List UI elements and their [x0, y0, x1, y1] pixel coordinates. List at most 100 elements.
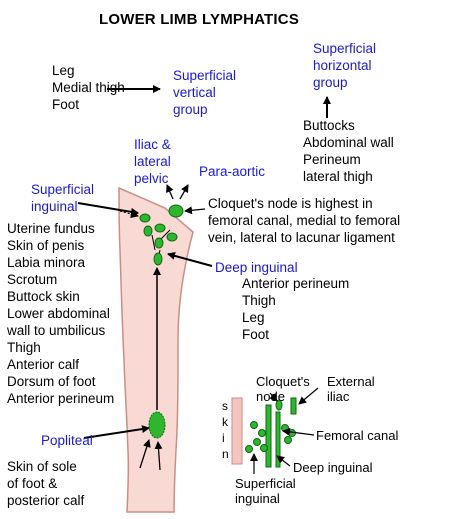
superficial-horizontal-group-label: Superficial horizontal group [313, 40, 376, 91]
cloquets-node [168, 204, 184, 218]
inset-vessel [275, 411, 281, 468]
note-line: Cloquet's node is highest in [208, 196, 373, 211]
inset-external-iliac-label: External iliac [327, 374, 375, 404]
deep-inguinal-node [154, 237, 164, 249]
inset-cloquet-pointer [269, 392, 278, 402]
vertical-source: Foot [52, 97, 80, 112]
cloquet-pointer [184, 206, 206, 215]
inset-cloquets-node-label: Cloquet's node [256, 374, 310, 404]
inguinal-source: Uterine fundus [7, 221, 95, 236]
inset-node [258, 429, 266, 437]
deep-source: Foot [242, 327, 270, 342]
label-line: External [327, 374, 375, 389]
label-line: inguinal [31, 199, 78, 214]
deep-inguinal-sources-list: Anterior perineum Thigh Leg Foot [242, 275, 349, 343]
inset-cloquets-node [275, 399, 283, 411]
horizontal-source: Abdominal wall [303, 135, 394, 150]
inset-node [260, 444, 268, 452]
inset-node [284, 436, 292, 444]
inset-node [253, 438, 261, 446]
popliteal-sources-list: Skin of sole of foot & posterior calf [7, 458, 84, 509]
inguinal-node [166, 232, 178, 242]
inguinal-source: Thigh [7, 340, 41, 355]
deep-inguinal-node [143, 225, 153, 237]
popliteal-pointer [83, 425, 150, 439]
node-connector [151, 234, 156, 251]
note-line: vein, lateral to lacunar ligament [208, 230, 395, 245]
inset-node [245, 445, 253, 453]
label-line: horizontal [313, 58, 372, 73]
superficial-vertical-group-label: Superficial vertical group [173, 67, 236, 118]
deep-source: Leg [242, 310, 265, 325]
inset-external-iliac [290, 397, 297, 415]
popliteal-source: of foot & [7, 476, 58, 491]
inset-skin-strip [231, 397, 243, 465]
popliteal-label: Popliteal [41, 433, 93, 448]
arrow-into-popliteal [154, 441, 163, 471]
lower-limb-outline [118, 186, 194, 513]
cloquet-note: Cloquet's node is highest in femoral can… [208, 195, 400, 246]
iliac-lateral-pelvic-label: Iliac & lateral pelvic [134, 136, 171, 187]
inguinal-source: Buttock skin [7, 289, 80, 304]
label-line: Iliac & [134, 137, 171, 152]
deep-inguinal-pointer [167, 251, 213, 267]
inset-node [250, 421, 258, 429]
inguinal-source: wall to umbilicus [7, 323, 106, 338]
skin-letter: n [222, 447, 229, 461]
inset-deep-inguinal-label: Deep inguinal [293, 460, 373, 475]
para-aortic-label: Para-aortic [199, 164, 266, 179]
skin-letter: i [222, 431, 225, 445]
horizontal-source: Buttocks [303, 118, 355, 133]
arrow-into-popliteal [139, 439, 151, 469]
deep-inguinal-node [153, 252, 163, 266]
inguinal-source: Dorsum of foot [7, 374, 96, 389]
diagram-title: LOWER LIMB LYMPHATICS [99, 11, 300, 28]
inguinal-source: Scrotum [7, 272, 58, 287]
label-line: node [256, 389, 285, 404]
deep-inguinal-label: Deep inguinal [215, 260, 298, 275]
vertical-source: Medial thigh [52, 80, 125, 95]
inset-vessel [265, 404, 272, 468]
note-line: femoral canal, medial to femoral [208, 213, 401, 228]
label-line: iliac [327, 389, 350, 404]
vertical-sources-list: Leg Medial thigh Foot [52, 62, 125, 113]
inset-iliac-pointer [298, 387, 319, 405]
superficial-inguinal-pointer [77, 202, 139, 216]
popliteal-source: posterior calf [7, 493, 85, 508]
label-line: Superficial [31, 182, 95, 197]
horizontal-sources-list: Buttocks Abdominal wall Perineum lateral… [303, 117, 394, 185]
label-line: group [173, 102, 208, 117]
arrow-to-iliac [166, 184, 174, 200]
label-line: inguinal [235, 491, 280, 506]
popliteal-source: Skin of sole [7, 459, 77, 474]
horizontal-source: Perineum [303, 152, 361, 167]
label-line: group [313, 75, 348, 90]
popliteal-node [148, 411, 166, 439]
inset-node [281, 424, 289, 432]
inset-femoral-canal-pointer [282, 427, 315, 436]
inset-deep-inguinal-pointer [276, 455, 291, 467]
superficial-inguinal-sources-list: Uterine fundus Skin of penis Labia minor… [7, 220, 114, 407]
inguinal-source: Anterior perineum [7, 391, 115, 406]
inguinal-node [139, 213, 151, 223]
label-line: vertical [173, 85, 216, 100]
inset-femoral-canal-label: Femoral canal [316, 428, 399, 443]
inset-skin-label: s k i n [222, 398, 229, 462]
label-line: pelvic [134, 171, 169, 186]
inset-superficial-inguinal-label: Superficial inguinal [235, 476, 296, 506]
label-line: Superficial [235, 476, 296, 491]
inguinal-source: Skin of penis [7, 238, 85, 253]
node-connector [159, 229, 171, 241]
label-line: Superficial [173, 68, 237, 83]
dotted-lateral-arrow [119, 210, 139, 218]
vertical-source: Leg [52, 63, 75, 78]
label-line: lateral [134, 154, 171, 169]
skin-letter: k [222, 415, 228, 429]
inguinal-source: Labia minora [7, 255, 86, 270]
horizontal-source: lateral thigh [303, 169, 373, 184]
label-line: Superficial [313, 41, 377, 56]
inguinal-node [154, 223, 166, 233]
deep-source: Thigh [242, 293, 276, 308]
deep-source: Anterior perineum [242, 276, 350, 291]
